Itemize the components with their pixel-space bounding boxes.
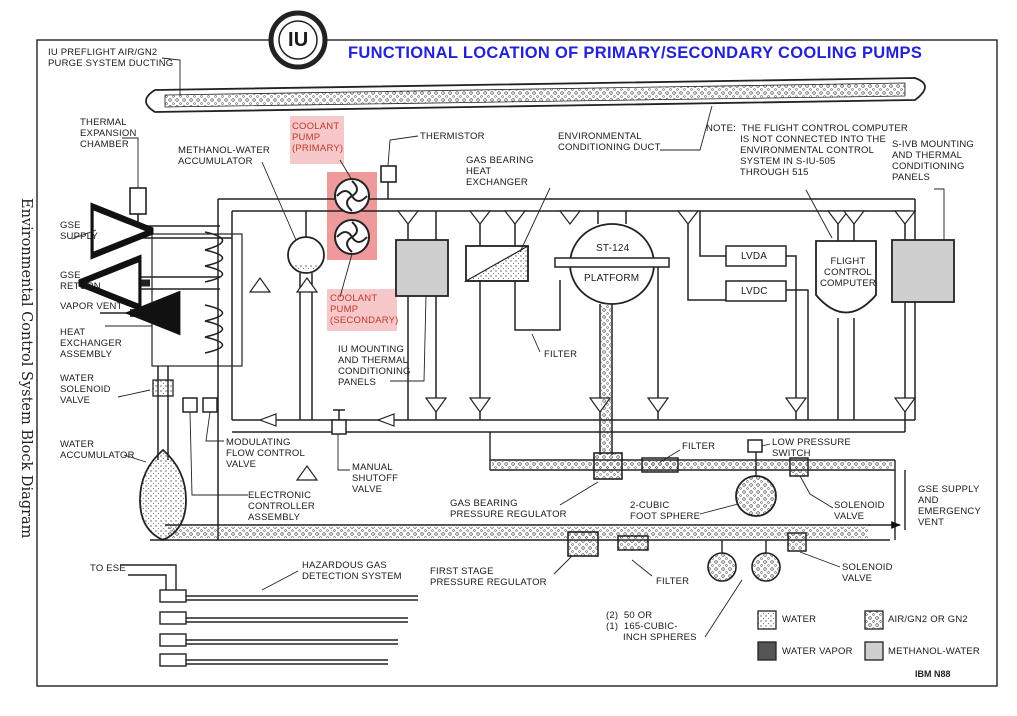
solenoid-valve-lower — [787, 532, 807, 552]
label-gse-supply: GSE SUPPLY — [60, 220, 98, 242]
label-thermal-expansion: THERMAL EXPANSION CHAMBER — [80, 117, 137, 150]
iu-logo — [268, 10, 328, 70]
label-two-cubic-sphere: 2-CUBIC FOOT SPHERE — [630, 500, 701, 522]
label-filter-1: FILTER — [544, 349, 578, 360]
label-purge-ducting: IU PREFLIGHT AIR/GN2 PURGE SYSTEM DUCTIN… — [48, 47, 174, 69]
label-lvda: LVDA — [741, 251, 768, 262]
purge-ducting — [145, 77, 926, 113]
hazardous-gas-detection — [120, 564, 418, 667]
legend-water-vapor-label: WATER VAPOR — [782, 646, 853, 657]
label-gas-bearing-regulator: GAS BEARING PRESSURE REGULATOR — [450, 498, 567, 520]
st124-platform — [554, 211, 670, 455]
gas-bearing-supply-line — [489, 432, 906, 540]
coolant-pump-secondary — [334, 219, 370, 255]
methanol-water-accumulator — [287, 211, 325, 420]
flow-arrows — [248, 210, 917, 481]
iu-panel-box — [395, 239, 449, 297]
label-spheres-note: (2) 50 OR (1) 165-CUBIC- INCH SPHERES — [606, 610, 697, 643]
label-gse-supply-vent: GSE SUPPLY AND EMERGENCY VENT — [918, 484, 982, 528]
gas-bearing-heat-exchanger — [463, 211, 561, 420]
solenoid-valve-upper — [789, 457, 809, 477]
legend-water-swatch — [757, 610, 777, 630]
two-cubic-sphere — [735, 475, 777, 517]
label-env-duct: ENVIRONMENTAL CONDITIONING DUCT — [558, 131, 661, 153]
label-vapor-vent: VAPOR VENT — [60, 301, 123, 312]
label-thermistor: THERMISTOR — [420, 131, 485, 142]
electronic-controller-box — [182, 397, 198, 413]
label-methanol-accumulator: METHANOL-WATER ACCUMULATOR — [178, 145, 270, 167]
primary-label-highlight — [290, 116, 344, 164]
label-water-solenoid: WATER SOLENOID VALVE — [60, 373, 111, 406]
footer-code: IBM N88 — [915, 669, 951, 679]
label-hazardous-gas: HAZARDOUS GAS DETECTION SYSTEM — [302, 560, 402, 582]
filter-upper — [641, 457, 679, 473]
label-hx-assembly: HEAT EXCHANGER ASSEMBLY — [60, 327, 122, 360]
gas-line-dots — [168, 305, 892, 538]
logo-text: IU — [288, 29, 309, 51]
label-first-stage-regulator: FIRST STAGE PRESSURE REGULATOR — [430, 566, 547, 588]
legend — [757, 610, 884, 661]
label-modulating-valve: MODULATING FLOW CONTROL VALVE — [226, 437, 305, 470]
legend-air-swatch — [864, 610, 884, 630]
modulating-valve-box — [202, 397, 218, 413]
label-gse-return: GSE RETURN — [60, 270, 101, 292]
label-note: NOTE: THE FLIGHT CONTROL COMPUTER IS NOT… — [706, 123, 908, 178]
label-platform: PLATFORM — [584, 273, 640, 284]
label-iu-panels: IU MOUNTING AND THERMAL CONDITIONING PAN… — [338, 344, 411, 388]
legend-methanol-swatch — [864, 641, 884, 661]
label-water-accumulator: WATER ACCUMULATOR — [60, 439, 135, 461]
label-low-pressure-switch: LOW PRESSURE SWITCH — [772, 437, 851, 459]
water-accumulator — [139, 366, 187, 541]
label-st124: ST-124 — [596, 243, 630, 254]
label-lvdc: LVDC — [741, 286, 768, 297]
page-title: FUNCTIONAL LOCATION OF PRIMARY/SECONDARY… — [348, 44, 923, 62]
coolant-pump-primary — [334, 178, 370, 214]
label-gas-bearing-hx: GAS BEARING HEAT EXCHANGER — [466, 155, 534, 188]
side-title: Environmental Control System Block Diagr… — [18, 198, 34, 539]
leader-lines — [71, 57, 945, 638]
sivb-panel-box — [891, 239, 955, 303]
label-solenoid-valve-1: SOLENOID VALVE — [834, 500, 885, 522]
legend-air-label: AIR/GN2 OR GN2 — [888, 614, 968, 625]
small-spheres — [707, 540, 781, 582]
label-filter-3: FILTER — [656, 576, 690, 587]
legend-water-vapor-swatch — [757, 641, 777, 661]
manual-shutoff-valve — [331, 409, 347, 435]
first-stage-regulator — [567, 531, 599, 557]
coolant-supply-line — [150, 198, 915, 541]
label-solenoid-valve-2: SOLENOID VALVE — [842, 562, 893, 584]
lvda-lvdc-branch — [687, 211, 809, 420]
label-manual-shutoff: MANUAL SHUTOFF VALVE — [352, 462, 399, 495]
label-coolant-pump-primary: COOLANT PUMP (PRIMARY) — [292, 121, 344, 154]
filter-lower — [617, 535, 649, 551]
secondary-label-highlight — [327, 289, 397, 331]
label-to-ese: TO ESE — [90, 563, 126, 574]
legend-methanol-label: METHANOL-WATER — [888, 646, 980, 657]
low-pressure-switch — [747, 439, 763, 453]
label-filter-2: FILTER — [682, 441, 716, 452]
diagram-border — [36, 39, 998, 687]
gas-bearing-regulator — [593, 452, 623, 480]
label-sivb-panels: S-IVB MOUNTING AND THERMAL CONDITIONING … — [892, 139, 974, 183]
flight-control-computer-shape — [815, 211, 877, 420]
label-electronic-controller: ELECTRONIC CONTROLLER ASSEMBLY — [248, 490, 315, 523]
thermistor — [380, 165, 397, 183]
label-flight-control-computer: FLIGHT CONTROL COMPUTER — [820, 256, 876, 289]
label-coolant-pump-secondary: COOLANT PUMP (SECONDARY) — [330, 293, 399, 326]
legend-water-label: WATER — [782, 614, 817, 625]
